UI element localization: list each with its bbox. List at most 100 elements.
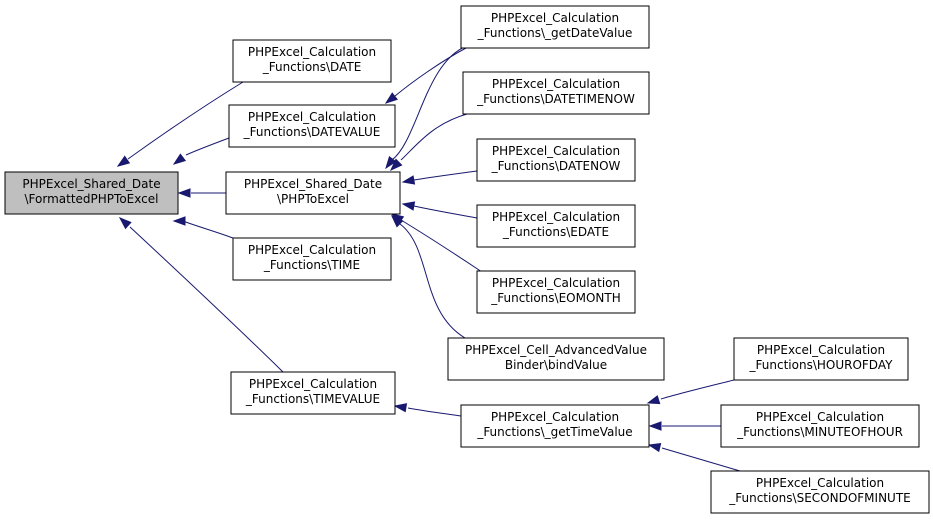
edge-line (407, 407, 462, 417)
edge-arrowhead (390, 214, 404, 228)
node-label-line: _Functions\_getTimeValue (476, 425, 632, 439)
edge-n13-to-n12 (646, 379, 735, 405)
node-label-line: PHPExcel_Calculation (248, 110, 376, 124)
edge-arrowhead (401, 201, 416, 211)
edge-arrowhead (177, 188, 191, 198)
node-label-line: _Functions\EDATE (502, 225, 609, 239)
graph-node-n13[interactable]: PHPExcel_Calculation_Functions\HOUROFDAY (733, 337, 909, 381)
node-box (232, 237, 392, 281)
edge-line (400, 219, 483, 273)
node-box (232, 39, 392, 83)
edge-n3-to-n0 (177, 188, 226, 198)
edge-arrowhead (647, 442, 662, 453)
edge-line (413, 205, 478, 219)
edge-n1-to-n0 (116, 81, 244, 167)
edge-n6-to-n3 (385, 45, 468, 170)
node-box (720, 404, 920, 448)
edge-arrowhead (118, 217, 132, 230)
graph-node-n8[interactable]: PHPExcel_Calculation_Functions\DATENOW (476, 138, 636, 182)
edge-line (400, 113, 468, 161)
graph-node-n2[interactable]: PHPExcel_Calculation_Functions\DATEVALUE (228, 104, 396, 148)
edge-n14-to-n12 (648, 421, 721, 431)
edge-arrowhead (646, 395, 661, 405)
graph-node-n4[interactable]: PHPExcel_Calculation_Functions\TIME (232, 237, 392, 281)
edge-n11-to-n3 (390, 214, 466, 339)
node-box (733, 337, 909, 381)
node-box (4, 171, 179, 215)
edge-arrowhead (172, 153, 187, 165)
node-label-line: PHPExcel_Shared_Date (244, 177, 382, 191)
graph-node-n5[interactable]: PHPExcel_Calculation_Functions\TIMEVALUE (230, 371, 396, 415)
node-label-line: PHPExcel_Calculation (491, 11, 619, 25)
edge-arrowhead (648, 421, 662, 431)
node-box (460, 404, 650, 448)
graph-node-n3[interactable]: PHPExcel_Shared_Date\PHPToExcel (225, 171, 401, 215)
node-box (225, 171, 401, 215)
node-label-line: PHPExcel_Calculation (492, 77, 620, 91)
edge-n10-to-n3 (390, 213, 483, 273)
edge-n12-to-n5 (393, 403, 462, 417)
edge-line (394, 47, 467, 97)
edge-line (391, 45, 468, 161)
node-label-line: PHPExcel_Calculation (249, 377, 377, 391)
nodes: PHPExcel_Shared_Date\FormattedPHPToExcel… (4, 5, 930, 514)
edge-arrowhead (172, 216, 186, 226)
node-label-line: _Functions\HOUROFDAY (749, 358, 894, 372)
node-label-line: PHPExcel_Calculation (757, 343, 885, 357)
graph-node-n6[interactable]: PHPExcel_Calculation_Functions\_getDateV… (460, 5, 650, 49)
edge-n9-to-n3 (401, 201, 478, 219)
graph-node-n10[interactable]: PHPExcel_Calculation_Functions\EOMONTH (476, 270, 636, 314)
node-label-line: PHPExcel_Calculation (248, 243, 376, 257)
edge-arrowhead (401, 175, 416, 185)
node-label-line: PHPExcel_Calculation (492, 144, 620, 158)
edge-line (661, 447, 741, 472)
node-label-line: _Functions\TIMEVALUE (245, 392, 380, 406)
edge-line (129, 226, 284, 373)
node-box (476, 138, 636, 182)
node-label-line: PHPExcel_Calculation (756, 476, 884, 490)
node-label-line: _Functions\DATEVALUE (243, 125, 381, 139)
edge-line (185, 137, 230, 156)
edge-line (182, 220, 234, 239)
node-label-line: _Functions\DATE (262, 60, 362, 74)
edge-n15-to-n12 (647, 442, 741, 472)
node-label-line: \PHPToExcel (277, 192, 349, 206)
graph-node-n1[interactable]: PHPExcel_Calculation_Functions\DATE (232, 39, 392, 83)
node-box (462, 71, 650, 115)
edge-arrowhead (389, 158, 403, 172)
node-label-line: _Functions\_getDateValue (477, 26, 633, 40)
node-label-line: PHPExcel_Calculation (248, 45, 376, 59)
node-label-line: PHPExcel_Shared_Date (22, 177, 160, 191)
edge-n7-to-n3 (389, 113, 468, 172)
edge-n5-to-n0 (118, 217, 284, 373)
node-label-line: PHPExcel_Cell_AdvancedValue (465, 343, 647, 357)
graph-node-n12[interactable]: PHPExcel_Calculation_Functions\_getTimeV… (460, 404, 650, 448)
node-label-line: _Functions\SECONDOFMINUTE (728, 491, 911, 505)
graph-node-n14[interactable]: PHPExcel_Calculation_Functions\MINUTEOFH… (720, 404, 920, 448)
node-label-line: _Functions\MINUTEOFHOUR (736, 425, 903, 439)
node-label-line: _Functions\DATETIMENOW (476, 92, 635, 106)
node-label-line: _Functions\EOMONTH (490, 291, 621, 305)
node-box (710, 470, 930, 514)
graph-node-n9[interactable]: PHPExcel_Calculation_Functions\EDATE (476, 204, 636, 248)
node-label-line: PHPExcel_Calculation (756, 410, 884, 424)
edge-line (413, 170, 478, 181)
edge-arrowhead (384, 92, 398, 104)
node-label-line: PHPExcel_Calculation (492, 276, 620, 290)
edge-line (660, 379, 735, 400)
node-label-line: \FormattedPHPToExcel (25, 192, 159, 206)
node-box (447, 337, 665, 381)
node-box (230, 371, 396, 415)
graph-node-n0: PHPExcel_Shared_Date\FormattedPHPToExcel (4, 171, 179, 215)
edges (116, 45, 741, 472)
node-box (228, 104, 396, 148)
node-label-line: PHPExcel_Calculation (492, 210, 620, 224)
graph-node-n7[interactable]: PHPExcel_Calculation_Functions\DATETIMEN… (462, 71, 650, 115)
node-label-line: Binder\bindValue (505, 358, 607, 372)
graph-node-n11[interactable]: PHPExcel_Cell_AdvancedValueBinder\bindVa… (447, 337, 665, 381)
graph-node-n15[interactable]: PHPExcel_Calculation_Functions\SECONDOFM… (710, 470, 930, 514)
edge-n6-to-n2 (384, 47, 467, 104)
edge-arrowhead (385, 155, 397, 170)
edge-arrowhead (116, 155, 131, 167)
